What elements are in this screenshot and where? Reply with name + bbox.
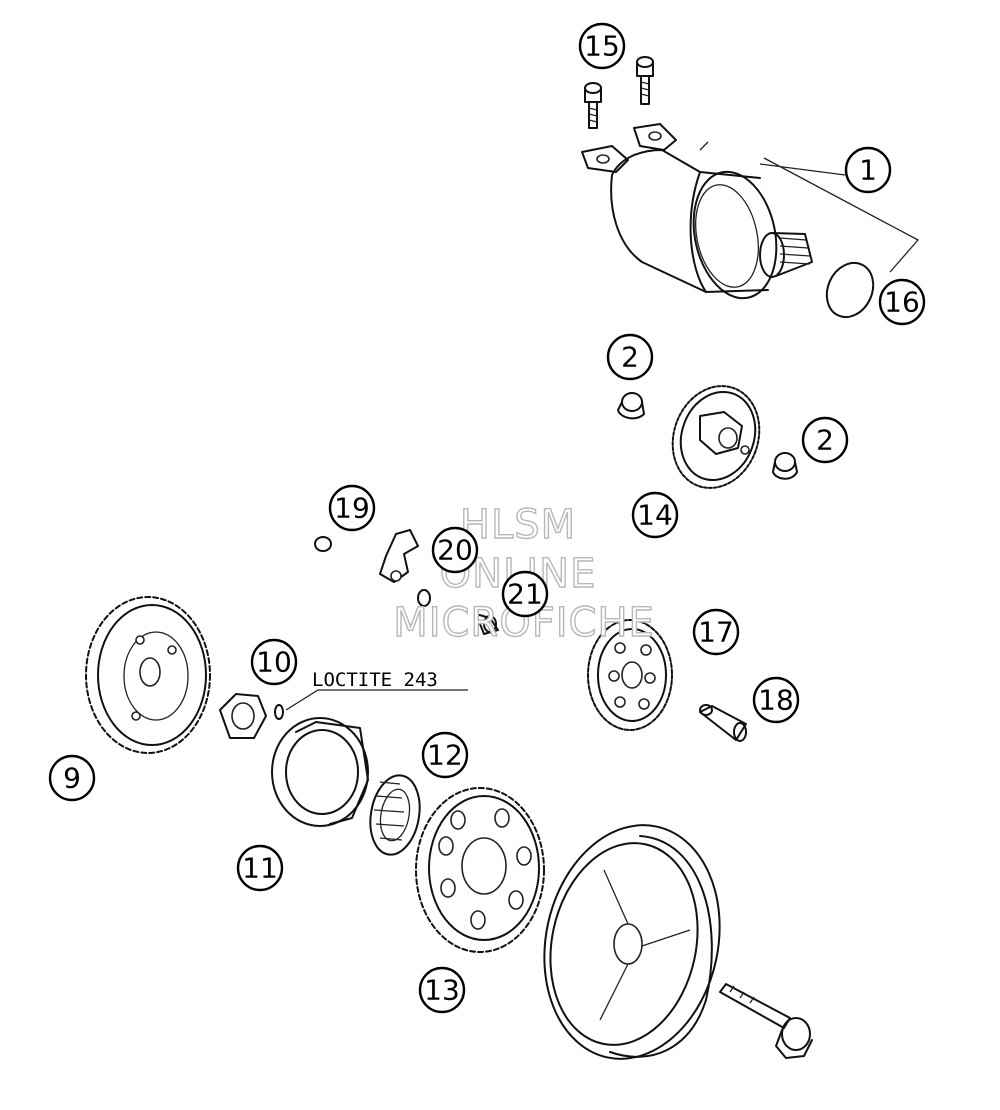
gear-17: [587, 619, 673, 731]
svg-text:20: 20: [437, 534, 473, 567]
callout-2-upper: 2: [606, 333, 654, 381]
svg-text:19: 19: [334, 492, 370, 525]
freewheel-ring-11: [271, 717, 369, 827]
watermark-line-1: HLSM: [460, 502, 576, 548]
callout-10: 10: [250, 638, 298, 686]
rotor-bolt: [719, 983, 813, 1059]
callout-20: 20: [431, 526, 479, 574]
shaft-18: [699, 704, 747, 742]
callout-2-lower: 2: [801, 416, 849, 464]
leader-line-1: [759, 157, 920, 273]
bushing-19: [314, 536, 332, 552]
svg-text:21: 21: [507, 578, 543, 611]
callout-9: 9: [48, 754, 96, 802]
loctite-note: LOCTITE 243: [312, 669, 438, 691]
callout-12: 12: [421, 731, 469, 779]
svg-text:13: 13: [424, 974, 460, 1007]
starter-gear-13: [415, 787, 545, 953]
svg-text:14: 14: [637, 499, 673, 532]
bolt-15-left: [584, 82, 602, 129]
svg-text:12: 12: [427, 739, 463, 772]
svg-text:1: 1: [859, 154, 877, 187]
rotor: [543, 824, 721, 1060]
svg-text:17: 17: [698, 616, 734, 649]
svg-text:2: 2: [621, 341, 639, 374]
callout-18: 18: [752, 676, 800, 724]
svg-text:16: 16: [884, 286, 920, 319]
freewheel-gear-9: [85, 596, 211, 754]
o-ring-16: [825, 261, 875, 319]
callout-14: 14: [631, 491, 679, 539]
nut-10: [219, 693, 284, 739]
callouts: 1 2 2 9 10 11 12 13 14 15 16 17 18 19 20…: [48, 22, 926, 1014]
callout-11: 11: [236, 844, 284, 892]
svg-text:18: 18: [758, 684, 794, 717]
callout-21: 21: [501, 570, 549, 618]
lever-20: [379, 529, 431, 607]
needle-bearing-12: [369, 774, 421, 856]
callout-15: 15: [578, 22, 626, 70]
svg-text:9: 9: [63, 762, 81, 795]
svg-text:10: 10: [256, 646, 292, 679]
callout-13: 13: [418, 966, 466, 1014]
starter-motor: [581, 123, 813, 300]
callout-17: 17: [692, 608, 740, 656]
callout-16: 16: [878, 278, 926, 326]
pin-21: [475, 613, 499, 635]
bushing-2-upper: [617, 392, 645, 420]
loctite-leader: [285, 689, 468, 711]
intermediate-gear-14: [671, 385, 761, 489]
callout-19: 19: [328, 484, 376, 532]
callout-1: 1: [844, 146, 892, 194]
svg-text:2: 2: [816, 424, 834, 457]
svg-text:15: 15: [584, 30, 620, 63]
svg-text:11: 11: [242, 852, 278, 885]
bushing-2-lower: [772, 452, 798, 480]
bolt-15-right: [636, 56, 654, 105]
